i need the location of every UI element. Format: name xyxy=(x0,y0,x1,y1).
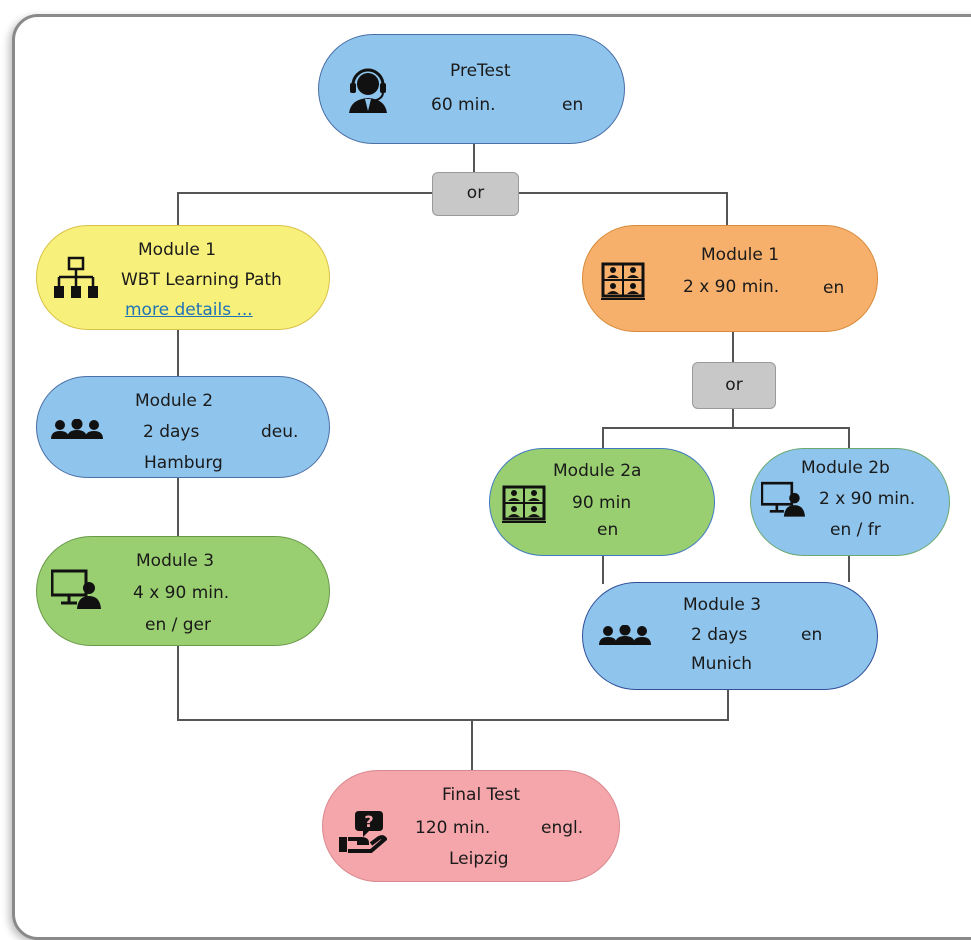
right-module1-language: en xyxy=(823,278,845,298)
module2a-node: Module 2a 90 min en xyxy=(489,448,715,556)
module2b-language: en / fr xyxy=(830,520,881,540)
right-module1-title: Module 1 xyxy=(701,245,780,265)
connector-lines xyxy=(177,144,850,770)
left-module1-node: Module 1 WBT Learning Path more details … xyxy=(36,225,330,330)
computer-user-icon xyxy=(760,481,805,527)
left-module3-duration: 4 x 90 min. xyxy=(133,583,230,603)
right-module3-location: Munich xyxy=(691,654,753,674)
right-module3-duration: 2 days xyxy=(691,625,748,645)
left-module2-language: deu. xyxy=(261,422,299,442)
pretest-title: PreTest xyxy=(450,61,511,81)
support-agent-icon xyxy=(345,67,391,123)
module2a-duration: 90 min xyxy=(572,493,632,513)
right-module3-language: en xyxy=(801,625,823,645)
left-module3-title: Module 3 xyxy=(136,551,215,571)
right-module1-node: Module 1 2 x 90 min. en xyxy=(582,225,878,332)
video-conference-icon xyxy=(502,485,546,533)
module2b-node: Module 2b 2 x 90 min. en / fr xyxy=(750,448,950,556)
group-icon xyxy=(51,418,103,451)
pretest-node: PreTest 60 min. en xyxy=(318,34,625,144)
right-module3-title: Module 3 xyxy=(683,595,762,615)
left-module1-title: Module 1 xyxy=(138,240,217,260)
final-test-duration: 120 min. xyxy=(415,818,491,838)
left-module3-node: Module 3 4 x 90 min. en / ger xyxy=(36,536,330,646)
pretest-language: en xyxy=(562,95,584,115)
right-module3-node: Module 3 2 days en Munich xyxy=(582,582,878,690)
pretest-duration: 60 min. xyxy=(431,95,496,115)
left-module2-duration: 2 days xyxy=(143,422,200,442)
question-hand-icon: ? xyxy=(339,809,388,863)
or-decision-top: or xyxy=(432,172,519,216)
svg-text:?: ? xyxy=(364,812,373,831)
group-icon xyxy=(599,624,651,657)
final-test-node: ? Final Test 120 min. engl. Leipzig xyxy=(322,770,620,882)
module2b-duration: 2 x 90 min. xyxy=(819,489,916,509)
left-module1-subtitle: WBT Learning Path xyxy=(121,270,282,290)
final-test-location: Leipzig xyxy=(449,849,509,869)
right-module1-duration: 2 x 90 min. xyxy=(683,277,780,297)
hierarchy-icon xyxy=(53,256,99,312)
final-test-language: engl. xyxy=(541,818,584,838)
video-conference-icon xyxy=(601,262,645,310)
module2a-language: en xyxy=(597,520,619,540)
left-module3-language: en / ger xyxy=(145,615,212,635)
left-module2-location: Hamburg xyxy=(144,453,223,473)
left-module2-title: Module 2 xyxy=(135,391,214,411)
left-module2-node: Module 2 2 days deu. Hamburg xyxy=(36,376,330,478)
more-details-link[interactable]: more details ... xyxy=(125,300,253,320)
or-decision-right: or xyxy=(692,362,776,409)
final-test-title: Final Test xyxy=(442,785,521,805)
computer-user-icon xyxy=(50,569,101,619)
module2a-title: Module 2a xyxy=(553,461,642,481)
module2b-title: Module 2b xyxy=(801,458,890,478)
